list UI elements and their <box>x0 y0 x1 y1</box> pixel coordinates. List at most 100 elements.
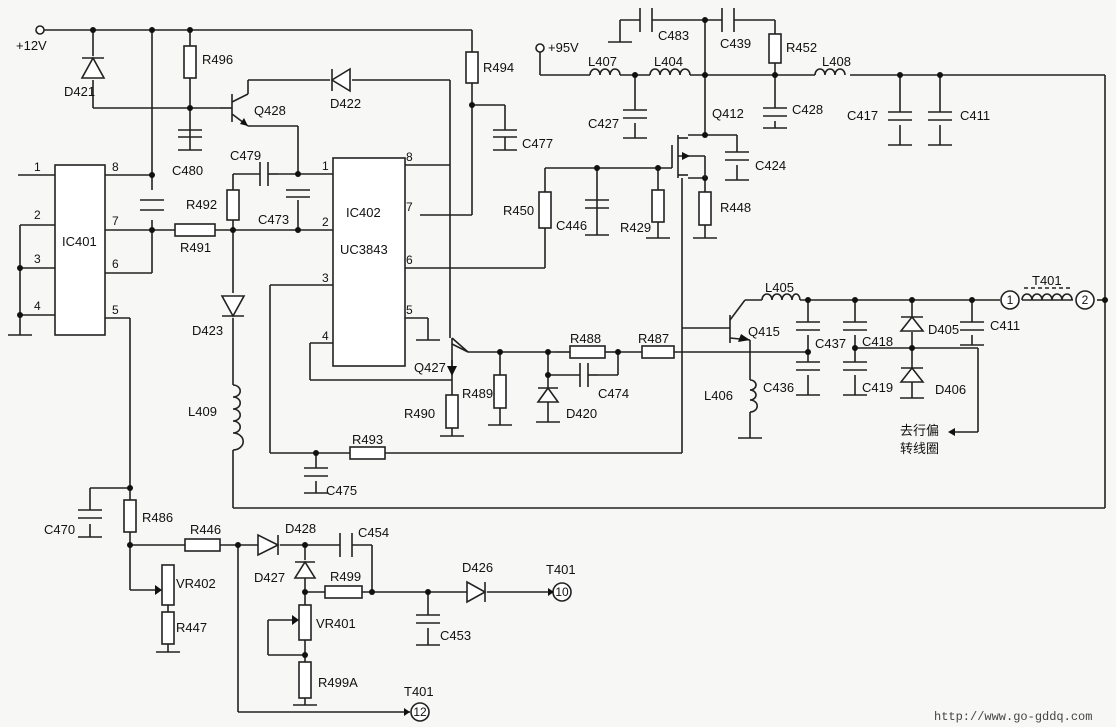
d421-label: D421 <box>64 84 95 99</box>
resistor-r446 <box>184 538 221 552</box>
inductor-labels: L407 L404 L408 L405 L406 L409 <box>188 54 851 419</box>
capacitor-c475 <box>304 467 328 477</box>
resistor-r488 <box>569 345 606 359</box>
arrow-to-pin12 <box>404 708 410 716</box>
r446-label: R446 <box>190 522 221 537</box>
r486-label: R486 <box>142 510 173 525</box>
capacitor-c419 <box>843 361 867 371</box>
r489-label: R489 <box>462 386 493 401</box>
diode-d427 <box>293 560 317 579</box>
transistor-q412 <box>671 135 706 178</box>
annotations: 去行偏 转线圈 http://www.go-gddq.com <box>900 424 1092 724</box>
r499-label: R499 <box>330 569 361 584</box>
ic402-pin2: 2 <box>322 215 329 229</box>
l408-label: L408 <box>822 54 851 69</box>
junction-dots <box>17 17 1108 658</box>
transistor-q427 <box>447 338 469 380</box>
c424-label: C424 <box>755 158 786 173</box>
r488-label: R488 <box>570 331 601 346</box>
resistor-r448 <box>698 191 712 226</box>
capacitor-c439 <box>721 8 735 32</box>
c454-label: C454 <box>358 525 389 540</box>
vr401-wiper-arrow <box>292 615 299 625</box>
capacitor-c-ic401 <box>140 199 164 211</box>
c473-label: C473 <box>258 212 289 227</box>
ic401-label: IC401 <box>62 234 97 249</box>
terminal-95v <box>535 43 545 53</box>
inductors <box>232 68 1073 451</box>
l407-label: L407 <box>588 54 617 69</box>
r452-label: R452 <box>786 40 817 55</box>
transistor-q428 <box>220 93 249 127</box>
resistor-r499a <box>298 661 312 699</box>
ic401-pin1: 1 <box>34 160 41 174</box>
capacitor-c480 <box>178 129 202 150</box>
ic402-pin6: 6 <box>406 253 413 267</box>
supply-12v-label: +12V <box>16 38 47 53</box>
resistor-r486 <box>123 499 137 533</box>
r448-label: R448 <box>720 200 751 215</box>
r499a-label: R499A <box>318 675 358 690</box>
deflection-coil-label-1: 去行偏 <box>900 424 939 439</box>
t401-pin12-terminal <box>410 702 430 722</box>
inductor-l406 <box>749 379 758 413</box>
r487-label: R487 <box>638 331 669 346</box>
q427-label: Q427 <box>414 360 446 375</box>
c437-label: C437 <box>815 336 846 351</box>
transistor-q415 <box>729 299 751 343</box>
d427-label: D427 <box>254 570 285 585</box>
resistors: R496 R494 R492 R491 R450 R429 R448 R452 … <box>123 33 817 699</box>
deflection-coil-label-2: 转线圈 <box>900 442 939 457</box>
t401-pin2-terminal <box>1075 290 1095 310</box>
capacitor-c436 <box>796 361 820 371</box>
t401-pin1-label: 1 <box>1007 293 1014 307</box>
ic401: IC401 1 2 3 4 5 6 7 8 <box>34 160 119 336</box>
ic402-pin5: 5 <box>406 303 413 317</box>
capacitor-c453 <box>416 614 440 624</box>
terminal-12v <box>35 25 45 35</box>
t401-pin12-label: 12 <box>413 705 427 719</box>
capacitor-c437 <box>796 321 820 331</box>
ic401-pin6: 6 <box>112 257 119 271</box>
resistor-r429 <box>651 189 665 223</box>
resistor-r489 <box>493 374 507 409</box>
c470-label: C470 <box>44 522 75 537</box>
capacitors <box>78 8 984 624</box>
capacitor-labels: C480 C479 C473 C477 C483 C439 C427 C428 … <box>44 28 1020 643</box>
c474-label: C474 <box>598 386 629 401</box>
inductor-l407 <box>589 68 621 76</box>
r447-label: R447 <box>176 620 207 635</box>
potentiometer-vr401 <box>298 604 312 641</box>
ic402: IC402 UC3843 1 2 3 4 5 6 7 8 <box>322 150 413 367</box>
t401-label-pin10: T401 <box>546 562 576 577</box>
capacitor-c483 <box>639 8 653 32</box>
d420-label: D420 <box>566 406 597 421</box>
q428-label: Q428 <box>254 103 286 118</box>
capacitor-c417 <box>888 111 912 121</box>
c479-label: C479 <box>230 148 261 163</box>
t401-label-pin12: T401 <box>404 684 434 699</box>
r490-label: R490 <box>404 406 435 421</box>
diode-d423 <box>220 295 246 318</box>
capacitor-c479 <box>259 162 278 186</box>
resistor-r490 <box>445 394 459 429</box>
transistors <box>220 93 751 380</box>
capacitor-c424 <box>725 151 749 161</box>
d426-label: D426 <box>462 560 493 575</box>
ic402-pin8: 8 <box>406 150 413 164</box>
resistor-r447 <box>161 611 175 645</box>
ic402-part-number: UC3843 <box>340 242 388 257</box>
l405-label: L405 <box>765 280 794 295</box>
ic401-body <box>54 164 106 336</box>
c480-label: C480 <box>172 163 203 178</box>
t401-label-top: T401 <box>1032 273 1062 288</box>
c411-top-label: C411 <box>960 108 990 123</box>
diode-d421 <box>80 56 106 79</box>
resistor-r493 <box>349 446 386 460</box>
ic401-pin5: 5 <box>112 303 119 317</box>
diode-d405 <box>899 315 925 332</box>
c428-label: C428 <box>792 102 823 117</box>
diode-d426 <box>466 580 487 604</box>
c411-right-label: C411 <box>990 318 1020 333</box>
capacitor-c477 <box>493 129 517 150</box>
